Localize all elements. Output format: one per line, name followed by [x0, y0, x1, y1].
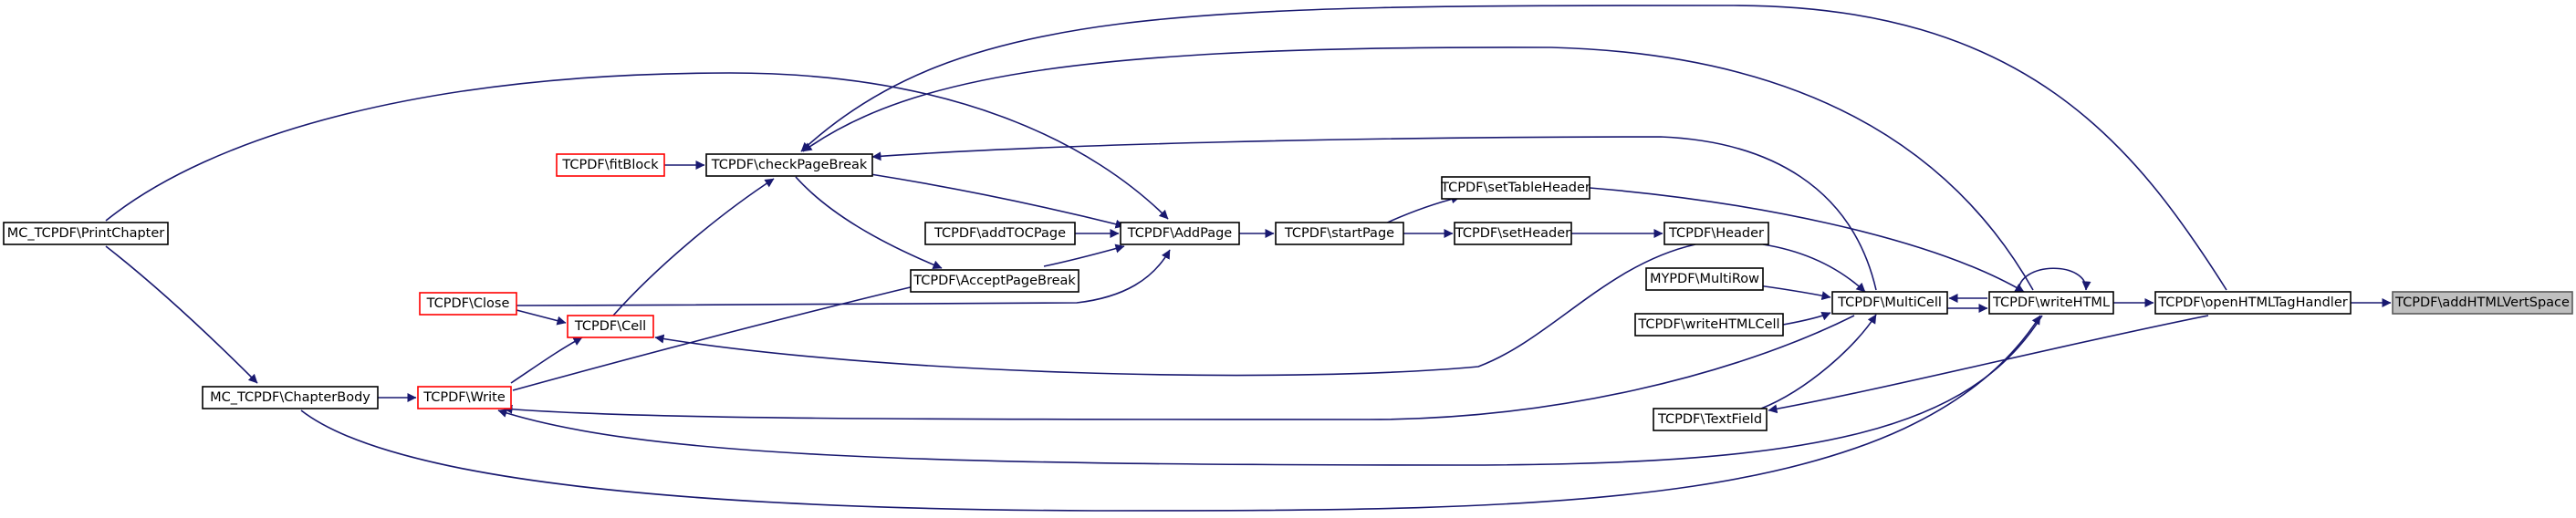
node-printchapter[interactable]: MC_TCPDF\PrintChapter: [3, 222, 169, 245]
node-label: TCPDF\Close: [426, 296, 510, 311]
node-setheader[interactable]: TCPDF\setHeader: [1454, 222, 1572, 245]
node-chapterbody[interactable]: MC_TCPDF\ChapterBody: [202, 386, 379, 409]
node-label: TCPDF\addTOCPage: [933, 226, 1066, 241]
node-label: TCPDF\startPage: [1284, 226, 1394, 241]
node-settableheader[interactable]: TCPDF\setTableHeader: [1440, 176, 1590, 200]
node-label: TCPDF\AddPage: [1127, 226, 1233, 241]
node-addpage[interactable]: TCPDF\AddPage: [1120, 222, 1240, 245]
node-fitblock[interactable]: TCPDF\fitBlock: [556, 153, 665, 177]
edge-write-cell: [510, 337, 583, 384]
node-header[interactable]: TCPDF\Header: [1663, 222, 1769, 245]
edge-settableheader-writehtml: [1589, 187, 2025, 293]
edge-writehtml-checkpagebreak: [802, 47, 2034, 291]
node-addhtmlvertspace[interactable]: TCPDF\addHTMLVertSpace: [2392, 291, 2573, 315]
node-label: TCPDF\setTableHeader: [1440, 181, 1590, 195]
edge-checkpagebreak-addpage: [870, 173, 1125, 229]
node-addtocpage[interactable]: TCPDF\addTOCPage: [924, 222, 1076, 245]
node-multicell[interactable]: TCPDF\MultiCell: [1831, 291, 1948, 315]
edge-textfield-multicell: [1760, 314, 1877, 409]
node-label: TCPDF\Write: [422, 390, 506, 405]
node-label: MC_TCPDF\PrintChapter: [7, 226, 165, 241]
node-cell[interactable]: TCPDF\Cell: [567, 315, 654, 338]
edge-startpage-settableheader: [1382, 194, 1461, 225]
edge-printchapter-chapterbody: [105, 245, 258, 384]
node-writehtml[interactable]: TCPDF\writeHTML: [1988, 291, 2114, 315]
node-label: MC_TCPDF\ChapterBody: [210, 390, 370, 405]
node-label: MYPDF\MultiRow: [1650, 272, 1759, 286]
node-label: TCPDF\Header: [1668, 226, 1764, 241]
edge-close-cell: [516, 309, 567, 326]
node-multirow[interactable]: MYPDF\MultiRow: [1645, 267, 1764, 291]
edge-close-addpage: [516, 249, 1171, 306]
edge-header-multicell: [1762, 243, 1866, 293]
edge-writehtml-write: [497, 315, 2043, 466]
node-textfield[interactable]: TCPDF\TextField: [1653, 408, 1768, 431]
node-label: TCPDF\writeHTML: [1992, 295, 2110, 310]
node-label: TCPDF\checkPageBreak: [711, 158, 868, 172]
edge-writehtmlcell-multicell: [1782, 312, 1831, 326]
node-label: TCPDF\fitBlock: [561, 158, 659, 172]
node-label: TCPDF\addHTMLVertSpace: [2394, 295, 2570, 310]
node-checkpagebreak[interactable]: TCPDF\checkPageBreak: [705, 153, 873, 177]
edge-openhtmltaghandler-checkpagebreak: [800, 5, 2227, 291]
node-label: TCPDF\TextField: [1657, 412, 1762, 427]
node-acceptpagebreak[interactable]: TCPDF\AcceptPageBreak: [910, 269, 1079, 293]
edge-chapterbody-writehtml: [300, 315, 2041, 512]
edge-acceptpagebreak-addpage: [1043, 243, 1125, 267]
edge-printchapter-addpage: [105, 72, 1169, 222]
node-close[interactable]: TCPDF\Close: [419, 292, 517, 316]
node-label: TCPDF\setHeader: [1455, 226, 1570, 241]
edge-openhtmltaghandler-textfield: [1768, 315, 2209, 414]
edge-write-acceptpagebreak: [512, 282, 923, 391]
node-startpage[interactable]: TCPDF\startPage: [1275, 222, 1404, 245]
node-label: TCPDF\writeHTMLCell: [1637, 317, 1779, 332]
node-openhtmltaghandler[interactable]: TCPDF\openHTMLTagHandler: [2154, 291, 2352, 315]
edge-writehtml-writehtml: [2018, 267, 2091, 293]
edge-cell-checkpagebreak: [612, 178, 775, 316]
node-label: TCPDF\Cell: [574, 319, 646, 334]
edge-multicell-checkpagebreak: [871, 136, 1877, 291]
edge-multicell-write: [503, 315, 1855, 420]
node-label: TCPDF\AcceptPageBreak: [913, 274, 1076, 288]
node-label: TCPDF\MultiCell: [1837, 295, 1942, 310]
node-label: TCPDF\openHTMLTagHandler: [2157, 295, 2347, 310]
edge-header-cell: [654, 243, 1696, 377]
edge-checkpagebreak-acceptpagebreak: [795, 176, 943, 270]
node-writehtmlcell[interactable]: TCPDF\writeHTMLCell: [1634, 313, 1784, 337]
node-write[interactable]: TCPDF\Write: [417, 386, 512, 409]
